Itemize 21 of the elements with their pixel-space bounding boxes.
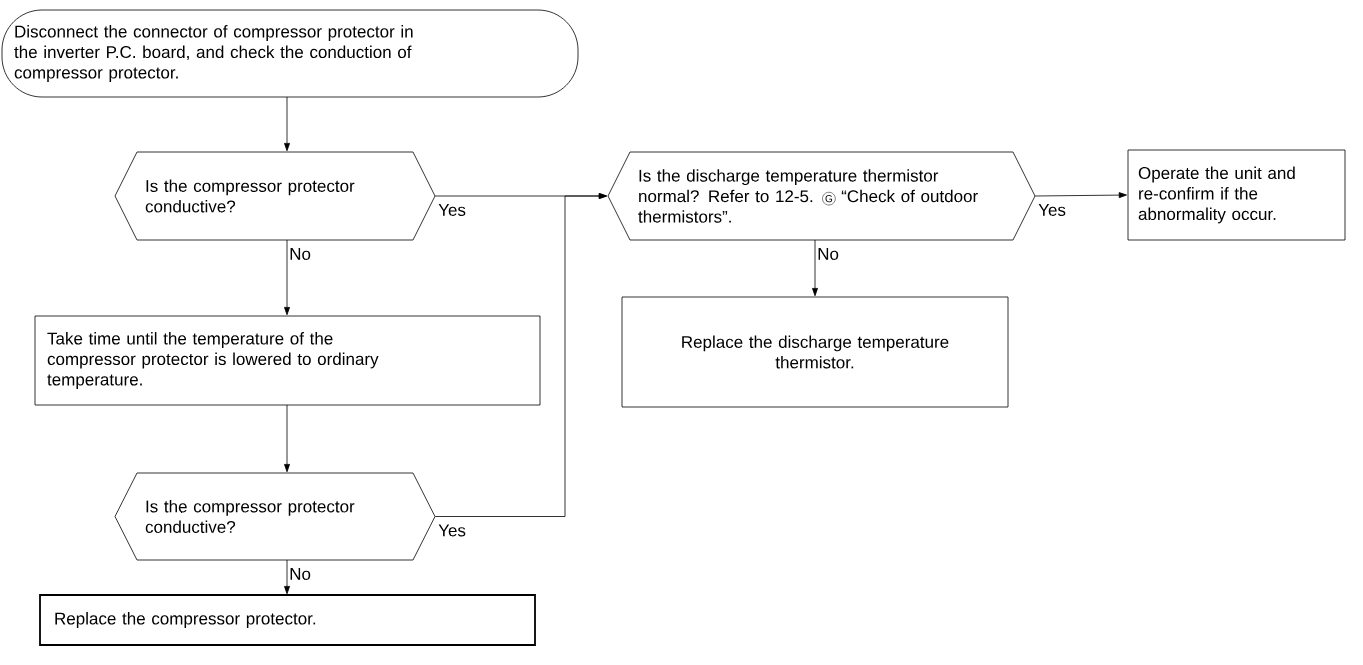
arrow — [434, 193, 607, 517]
process-box: Take time until the temperature of the compressor protector is lowered to ordinary temperature. — [34, 315, 541, 406]
edge-label: Yes — [437, 203, 467, 217]
arrow — [284, 96, 290, 152]
decision-hexagon: Is the compressor protector conductive? — [114, 151, 436, 241]
edge-label: No — [816, 247, 840, 261]
arrow — [284, 239, 290, 316]
arrow — [284, 404, 290, 473]
edge-label: Yes — [1037, 203, 1067, 217]
decision-hexagon: Is the compressor protector conductive? — [114, 472, 436, 561]
start-terminal: Disconnect the connector of compressor protector in the inverter P.C. board, and check the conduction of compressor protector. — [1, 9, 579, 98]
arrow — [1034, 192, 1127, 199]
arrow — [284, 559, 290, 595]
decision-hexagon: Is the discharge temperature thermistor normal? Refer to 12-5. G “Check of outdoor thermistors”. — [607, 151, 1036, 241]
process-box: Operate the unit and re-confirm if the abnormality occur. — [1127, 149, 1346, 241]
edge-label: Yes — [437, 523, 467, 538]
process-box: Replace the discharge temperature thermistor. — [621, 296, 1009, 408]
process-box: Replace the compressor protector. — [39, 594, 536, 646]
edge-label: No — [288, 567, 312, 581]
arrow — [812, 239, 818, 297]
edge-label: No — [288, 247, 312, 261]
